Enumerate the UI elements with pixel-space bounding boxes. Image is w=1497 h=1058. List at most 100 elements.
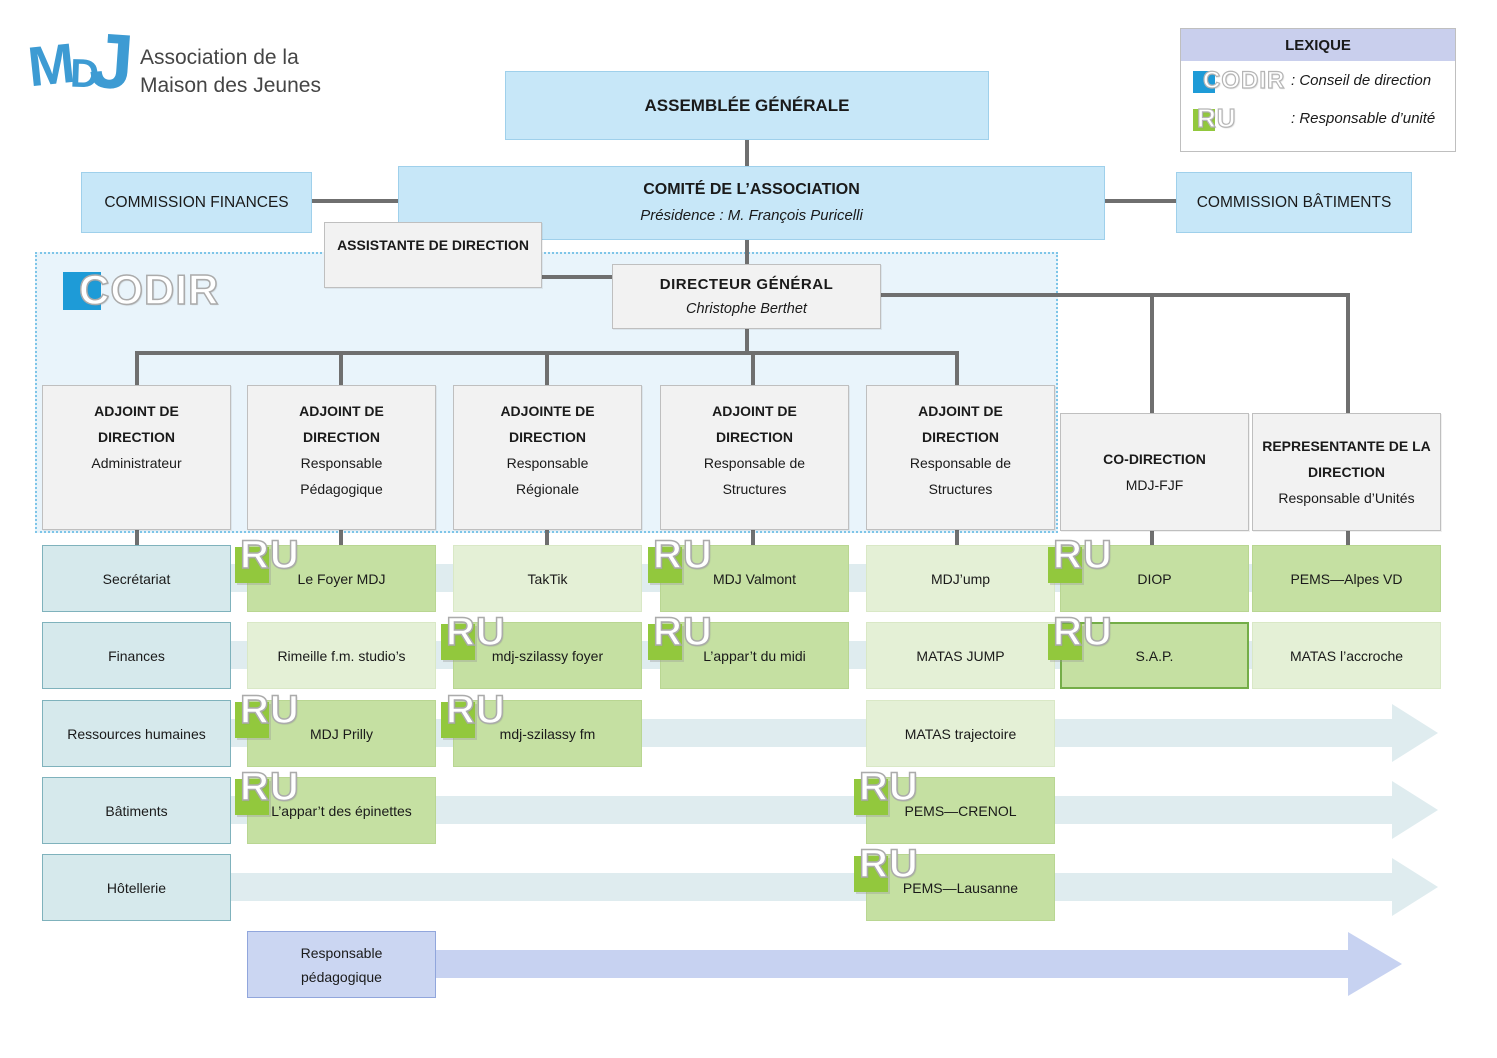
ru-badge-icon: RU bbox=[648, 532, 718, 585]
ru-green-square-icon bbox=[648, 547, 682, 583]
ru-badge-icon: RU bbox=[441, 687, 511, 740]
responsable-pedagogique-arrow-shaft bbox=[341, 950, 1348, 978]
row-arrowhead-icon bbox=[1392, 704, 1438, 762]
codir-watermark: CODIR bbox=[63, 265, 263, 316]
connector-line bbox=[135, 351, 139, 385]
direction-box-subtitle: Responsable Régionale bbox=[506, 455, 589, 497]
comite-title: COMITÉ DE L’ASSOCIATION bbox=[643, 181, 860, 198]
row-arrowhead-icon bbox=[1392, 781, 1438, 839]
ru-badge-label: RU bbox=[239, 764, 300, 810]
ru-badge-label: RU bbox=[445, 609, 506, 655]
unit-box: L’appar’t des épinettes bbox=[247, 777, 436, 844]
ru-green-square-icon bbox=[854, 779, 888, 815]
unit-label: MDJ Valmont bbox=[713, 570, 796, 587]
ru-badge-label: RU bbox=[239, 687, 300, 733]
ru-badge-label: RU bbox=[445, 687, 506, 733]
direction-box-subtitle: Responsable d’Unités bbox=[1278, 490, 1415, 506]
ru-badge-label: RU bbox=[1052, 609, 1113, 655]
unit-box: MDJ’ump bbox=[866, 545, 1055, 612]
ru-badge-icon: RU bbox=[1048, 532, 1118, 585]
connector-line bbox=[751, 530, 755, 545]
connector-line bbox=[545, 530, 549, 545]
unit-box: L’appar’t du midi bbox=[660, 622, 849, 689]
direction-box-title: ADJOINT DE DIRECTION bbox=[299, 403, 384, 445]
unit-box: PEMS—CRENOL bbox=[866, 777, 1055, 844]
commission-finances-box: COMMISSION FINANCES bbox=[81, 172, 312, 233]
unit-box: Rimeille f.m. studio’s bbox=[247, 622, 436, 689]
unit-label: MATAS trajectoire bbox=[904, 725, 1017, 742]
ru-green-square-icon bbox=[235, 702, 269, 738]
ru-green-square-icon bbox=[441, 624, 475, 660]
ru-green-square-icon bbox=[235, 547, 269, 583]
direction-box-title: REPRESENTANTE DE LA DIRECTION bbox=[1262, 438, 1431, 480]
ru-badge-icon: RU bbox=[1181, 101, 1281, 135]
row-header: Bâtiments bbox=[42, 777, 231, 844]
ru-green-square-icon bbox=[648, 624, 682, 660]
ru-green-square-icon bbox=[854, 856, 888, 892]
unit-label: MDJ’ump bbox=[930, 570, 991, 587]
unit-label: PEMS—Alpes VD bbox=[1290, 570, 1403, 587]
unit-label: PEMS—Lausanne bbox=[902, 879, 1019, 896]
connector-line bbox=[542, 275, 612, 279]
connector-line bbox=[881, 293, 1350, 297]
ru-badge-icon: RU bbox=[854, 764, 924, 817]
unit-box: TakTik bbox=[453, 545, 642, 612]
lexique-ru-label: : Responsable d’unité bbox=[1291, 109, 1436, 127]
ru-green-square-icon bbox=[1048, 547, 1082, 583]
ru-badge-label: RU bbox=[652, 532, 713, 578]
connector-line bbox=[135, 530, 139, 545]
unit-box: S.A.P. bbox=[1060, 622, 1249, 689]
lexique-item-ru: RU : Responsable d’unité bbox=[1181, 99, 1455, 137]
ru-badge-icon: RU bbox=[235, 532, 305, 585]
unit-box: DIOP bbox=[1060, 545, 1249, 612]
unit-box: MATAS trajectoire bbox=[866, 700, 1055, 767]
unit-label: S.A.P. bbox=[1135, 647, 1174, 664]
unit-box: PEMS—Alpes VD bbox=[1252, 545, 1441, 612]
direction-box: REPRESENTANTE DE LA DIRECTION Responsable… bbox=[1252, 413, 1441, 531]
unit-box: MDJ Prilly bbox=[247, 700, 436, 767]
connector-line bbox=[751, 351, 755, 385]
ru-badge-icon: RU bbox=[441, 609, 511, 662]
unit-label: Le Foyer MDJ bbox=[297, 570, 386, 587]
unit-label: PEMS—CRENOL bbox=[904, 802, 1017, 819]
unit-box: mdj-szilassy foyer bbox=[453, 622, 642, 689]
row-arrowhead-icon bbox=[1392, 858, 1438, 916]
unit-box: MATAS l’accroche bbox=[1252, 622, 1441, 689]
connector-line bbox=[1346, 293, 1350, 413]
ru-badge-icon: RU bbox=[235, 764, 305, 817]
connector-line bbox=[1346, 530, 1350, 545]
assemblee-generale-box: ASSEMBLÉE GÉNÉRALE bbox=[505, 71, 989, 140]
unit-label: L’appar’t du midi bbox=[703, 647, 806, 664]
codir-watermark-label: CODIR bbox=[78, 265, 220, 314]
responsable-pedagogique-box: Responsable pédagogique bbox=[247, 931, 436, 998]
comite-association-box: COMITÉ DE L’ASSOCIATION Présidence : M. … bbox=[398, 166, 1105, 240]
direction-box-title: ADJOINT DE DIRECTION bbox=[712, 403, 797, 445]
connector-line bbox=[745, 329, 749, 353]
connector-line bbox=[312, 199, 398, 203]
ru-green-square-icon bbox=[441, 702, 475, 738]
ru-green-square-icon bbox=[1048, 624, 1082, 660]
unit-label: MATAS l’accroche bbox=[1289, 647, 1404, 664]
connector-line bbox=[1105, 199, 1176, 203]
direction-box-subtitle: Responsable de Structures bbox=[909, 455, 1012, 497]
unit-label: mdj-szilassy foyer bbox=[491, 647, 604, 664]
unit-box: MATAS JUMP bbox=[866, 622, 1055, 689]
responsable-pedagogique-arrowhead-icon bbox=[1348, 932, 1402, 996]
row-header: Finances bbox=[42, 622, 231, 689]
ru-badge-label: RU bbox=[858, 764, 919, 810]
ru-badge-label: RU bbox=[1052, 532, 1113, 578]
codir-blue-square-icon bbox=[63, 272, 101, 310]
connector-line bbox=[955, 351, 959, 385]
unit-label: DIOP bbox=[1137, 570, 1172, 587]
row-header: Secrétariat bbox=[42, 545, 231, 612]
connector-line bbox=[339, 351, 343, 385]
unit-box: mdj-szilassy fm bbox=[453, 700, 642, 767]
direction-box-title: CO-DIRECTION bbox=[1103, 451, 1206, 467]
assistante-direction-box: ASSISTANTE DE DIRECTION bbox=[324, 222, 542, 288]
